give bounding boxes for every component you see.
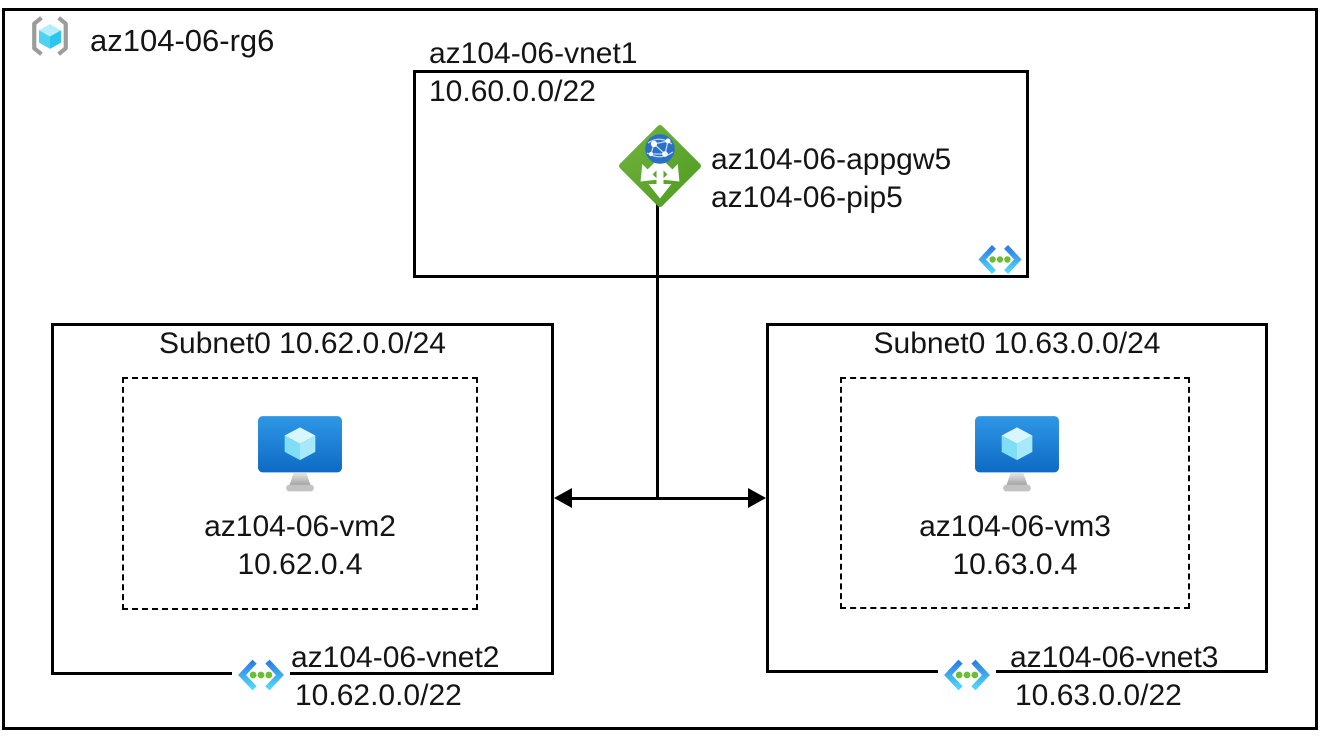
connector-horizontal-line [567,497,751,500]
application-gateway-icon [619,125,701,207]
vnet1-box [413,70,1029,278]
vnet2-icon-backing [232,654,290,696]
public-ip-name-label: az104-06-pip5 [711,181,903,214]
vnet3-box [766,323,1268,673]
vnet2-name-label: az104-06-vnet2 [291,641,500,674]
subnet2-dashed-box [122,377,478,610]
vnet1-virtual-network-icon [978,245,1022,274]
vnet3-name-label: az104-06-vnet3 [1010,641,1219,674]
subnet3-dashed-box [840,377,1190,609]
arrow-left-icon [554,488,572,508]
vnet3-cidr-label: 10.63.0.0/22 [1015,679,1182,712]
subnet2-label: Subnet0 10.62.0.0/24 [159,327,446,360]
app-gateway-name-label: az104-06-appgw5 [711,143,952,176]
resource-group-icon [32,16,68,56]
vm3-virtual-machine-icon [975,416,1059,492]
vnet1-cidr-label: 10.60.0.0/22 [429,75,596,108]
resource-group-boundary [2,8,1318,730]
vnet3-virtual-network-icon [944,659,990,691]
vm2-virtual-machine-icon [258,416,342,492]
vnet1-name-label: az104-06-vnet1 [429,37,638,70]
connector-vertical-line [656,200,659,499]
vnet2-virtual-network-icon [238,659,284,691]
arrow-right-icon [748,488,766,508]
vm3-name-label: az104-06-vm3 [919,510,1111,543]
subnet3-label: Subnet0 10.63.0.0/24 [873,327,1161,360]
vnet2-box [51,323,554,675]
vm2-ip-label: 10.62.0.4 [237,548,363,581]
vnet2-cidr-label: 10.62.0.0/22 [295,679,462,712]
resource-group-label: az104-06-rg6 [90,23,275,58]
vm2-name-label: az104-06-vm2 [204,510,396,543]
vm3-ip-label: 10.63.0.4 [952,548,1078,581]
vnet3-icon-backing [938,654,996,696]
